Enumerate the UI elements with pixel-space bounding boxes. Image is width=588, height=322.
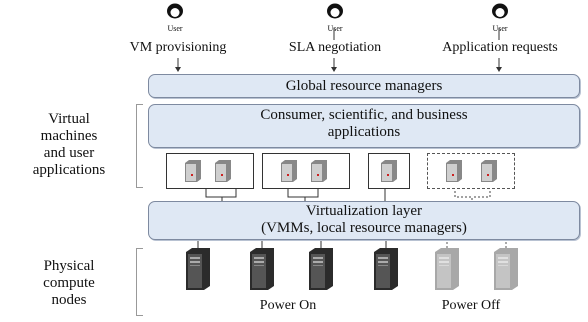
side-label-line: nodes xyxy=(51,292,87,308)
user-label: User xyxy=(167,24,183,33)
down-arrow-icon xyxy=(331,58,337,72)
physical-nodes-side-label: Physical compute nodes xyxy=(4,258,134,309)
user-label: User xyxy=(492,24,508,33)
user-avatar-icon xyxy=(492,3,508,19)
user-avatar-icon xyxy=(327,3,343,19)
vm-bracket xyxy=(136,104,143,188)
side-label-line: Physical xyxy=(43,258,95,274)
virtual-machine-icon xyxy=(185,160,201,182)
server-tower-icon xyxy=(309,248,333,290)
virtual-machine-icon xyxy=(281,160,297,182)
vm-connectors-off xyxy=(454,187,491,201)
virtual-machine-icon xyxy=(311,160,327,182)
vm-group-4 xyxy=(427,153,515,189)
virtual-machines-side-label: Virtual machines and user applications xyxy=(4,111,134,179)
virtual-machine-icon xyxy=(481,160,497,182)
vm-group-2 xyxy=(262,153,350,189)
applications-label-line1: Consumer, scientific, and business xyxy=(260,107,468,123)
side-label-line: machines xyxy=(40,128,98,144)
user-avatar-2: User xyxy=(323,3,347,33)
server-tower-icon xyxy=(250,248,274,290)
user-avatar-icon xyxy=(167,3,183,19)
side-label-line: Virtual xyxy=(48,111,90,127)
side-label-line: applications xyxy=(32,162,106,178)
vm-group-3 xyxy=(368,153,410,189)
virtualization-label-line2: (VMMs, local resource managers) xyxy=(261,220,467,236)
server-tower-off-icon xyxy=(494,248,518,290)
user-label: User xyxy=(327,24,343,33)
user-avatar-1: User xyxy=(163,3,187,33)
virtual-machine-icon xyxy=(446,160,462,182)
power-off-label: Power Off xyxy=(441,298,501,313)
server-tower-icon xyxy=(186,248,210,290)
vm-connectors xyxy=(205,187,386,201)
down-arrow-icon xyxy=(496,58,502,72)
applications-label-line2: applications xyxy=(327,124,401,140)
server-tower-off-icon xyxy=(435,248,459,290)
vm-provisioning-label: VM provisioning xyxy=(129,40,227,55)
sla-negotiation-label: SLA negotiation xyxy=(288,40,382,55)
power-on-label: Power On xyxy=(259,298,317,313)
virtual-machine-icon xyxy=(381,160,397,182)
down-arrow-icon xyxy=(175,58,181,72)
applications-box: Consumer, scientific, and business appli… xyxy=(148,104,580,148)
virtual-machine-icon xyxy=(215,160,231,182)
global-resource-managers-label: Global resource managers xyxy=(285,78,443,94)
phys-bracket xyxy=(136,248,143,316)
side-label-line: compute xyxy=(43,275,95,291)
application-requests-label: Application requests xyxy=(442,40,558,55)
vm-group-1 xyxy=(166,153,254,189)
virtualization-layer-box: Virtualization layer (VMMs, local resour… xyxy=(148,201,580,240)
user-avatar-3: User xyxy=(488,3,512,33)
side-label-line: and user xyxy=(43,145,95,161)
global-resource-managers-box: Global resource managers xyxy=(148,74,580,98)
server-tower-icon xyxy=(374,248,398,290)
virtualization-label-line1: Virtualization layer xyxy=(305,203,423,219)
